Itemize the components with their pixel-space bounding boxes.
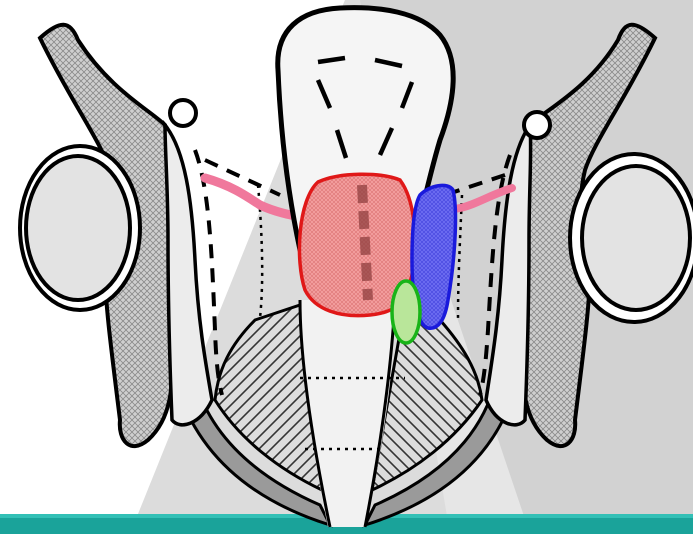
left-ischial-spine: [170, 100, 196, 126]
green-region: [392, 281, 420, 343]
right-femoral-head-inner: [582, 166, 690, 310]
left-femoral-head-inner: [26, 156, 130, 300]
right-ischial-spine: [524, 112, 550, 138]
